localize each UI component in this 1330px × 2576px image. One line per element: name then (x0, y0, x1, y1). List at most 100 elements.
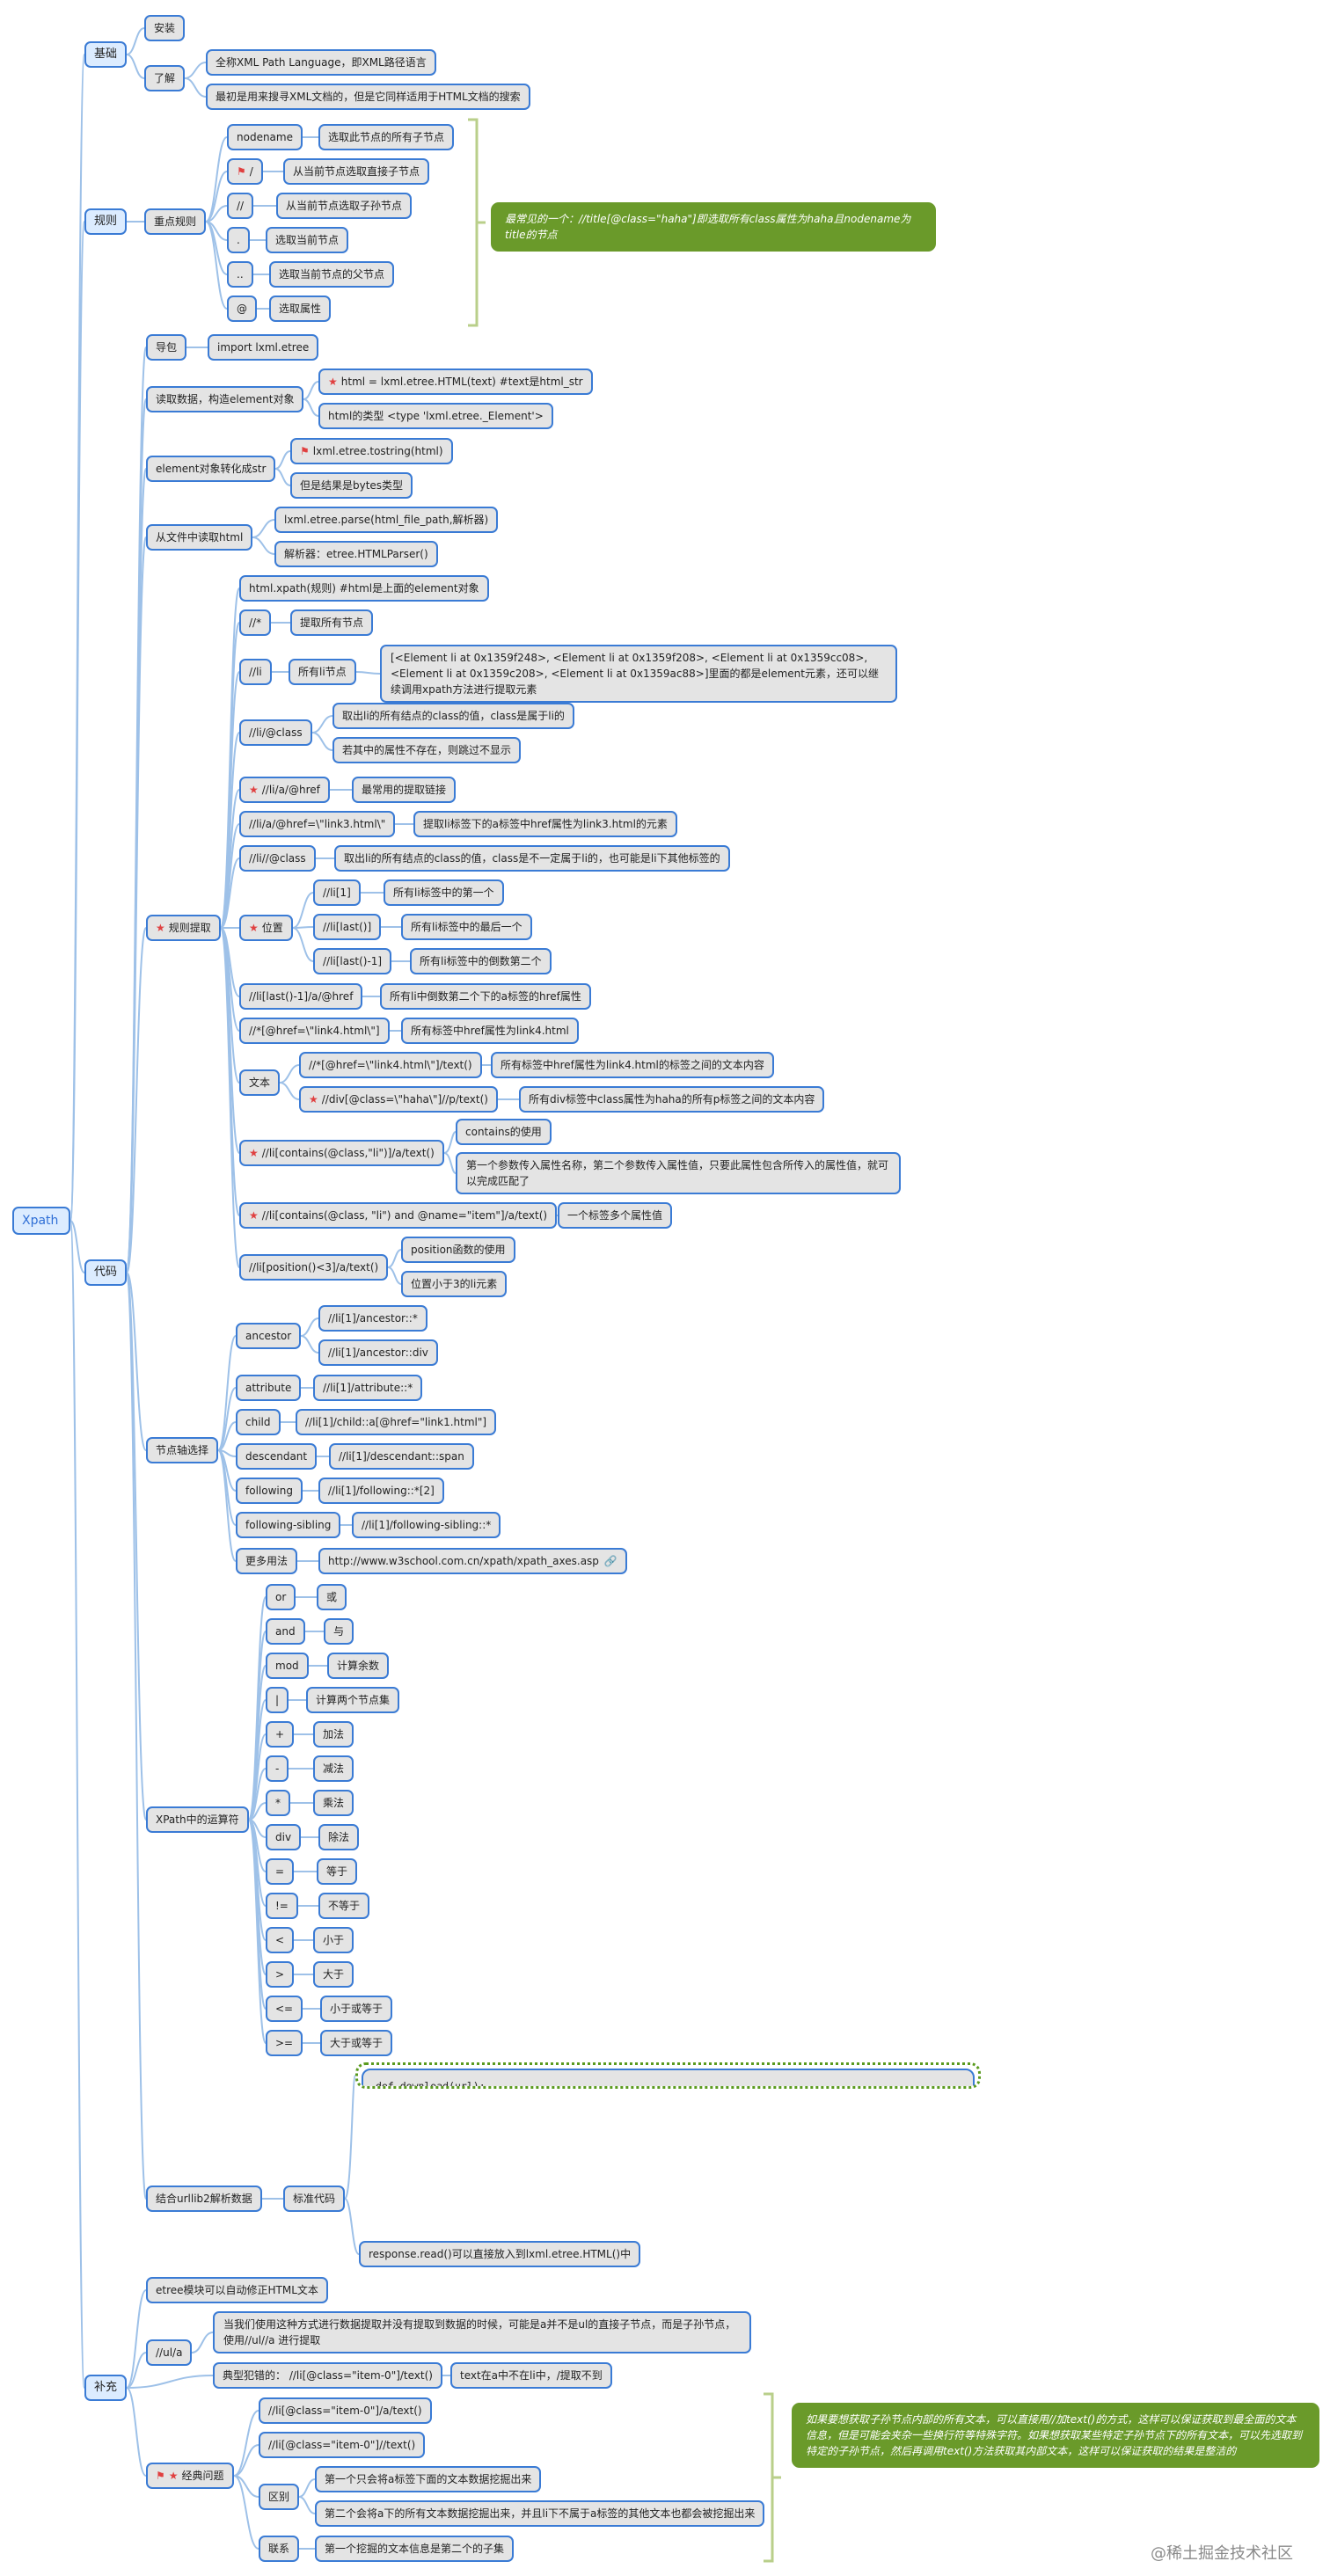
operator-minus[interactable]: - (266, 1755, 289, 1782)
operator-not-equal[interactable]: != (266, 1893, 298, 1919)
extract-href[interactable]: ★//li/a/@href (239, 777, 330, 803)
branch-code[interactable]: 代码 (84, 1259, 128, 1286)
rule-double-slash-desc[interactable]: 从当前节点选取子孙节点 (276, 193, 413, 219)
node-element-to-str-2[interactable]: 但是结果是bytes类型 (290, 472, 413, 499)
node-read-file-1[interactable]: lxml.etree.parse(html_file_path,解析器) (274, 507, 499, 533)
node-read-2[interactable]: html的类型 <type 'lxml.etree._Element'> (318, 403, 553, 429)
extract-li-descendant-class-desc[interactable]: 取出li的所有结点的class的值，class是不一定属于li的，也可能是li下… (334, 845, 730, 872)
extract-text[interactable]: 文本 (239, 1069, 281, 1096)
extract-href-desc[interactable]: 最常用的提取链接 (352, 777, 457, 803)
classic-expr-2[interactable]: //li[@class="item-0"]//text() (259, 2432, 426, 2458)
classic-difference-2[interactable]: 第二个会将a下的所有文本数据挖掘出来，并且li下不属于a标签的其他文本也都会被挖… (315, 2500, 765, 2527)
extract-contains[interactable]: ★//li[contains(@class,"li")]/a/text() (239, 1140, 444, 1166)
axis-attribute[interactable]: attribute (236, 1375, 302, 1401)
text-link4-desc[interactable]: 所有标签中href属性为link4.html的标签之间的文本内容 (491, 1052, 774, 1078)
axis-child[interactable]: child (236, 1409, 281, 1435)
position-second-last[interactable]: //li[last()-1] (313, 948, 392, 974)
node-understand-1[interactable]: 全称XML Path Language，即XML路径语言 (206, 49, 436, 76)
position-last-desc[interactable]: 所有li标签中的最后一个 (401, 914, 532, 940)
operator-greater-desc[interactable]: 大于 (313, 1961, 354, 1988)
node-import-1[interactable]: import lxml.etree (208, 334, 319, 361)
text-link4[interactable]: //*[@href=\"link4.html\"]/text() (299, 1052, 482, 1078)
node-classic-problem[interactable]: ⚑★经典问题 (146, 2463, 234, 2489)
node-extract[interactable]: ★规则提取 (146, 915, 221, 941)
node-ul-a-desc[interactable]: 当我们使用这种方式进行数据提取并没有提取到数据的时候，可能是a并不是ul的直接子… (213, 2311, 751, 2353)
operator-equal-desc[interactable]: 等于 (317, 1858, 358, 1885)
operator-pipe-desc[interactable]: 计算两个节点集 (306, 1687, 400, 1713)
classic-difference-1[interactable]: 第一个只会将a标签下面的文本数据挖掘出来 (315, 2466, 542, 2492)
node-ul-a[interactable]: //ul/a (146, 2339, 193, 2366)
extract-all-desc[interactable]: 提取所有节点 (290, 609, 374, 636)
position-first-desc[interactable]: 所有li标签中的第一个 (384, 879, 504, 906)
rule-dot-desc[interactable]: 选取当前节点 (266, 227, 349, 253)
position-func-detail[interactable]: 位置小于3的li元素 (401, 1271, 508, 1297)
extract-li-class-2[interactable]: 若其中的属性不存在，则跳过不显示 (332, 737, 522, 763)
operator-not-equal-desc[interactable]: 不等于 (318, 1893, 370, 1919)
classic-expr-1[interactable]: //li[@class="item-0"]/a/text() (259, 2397, 432, 2424)
operator-greater-equal-desc[interactable]: 大于或等于 (320, 2030, 393, 2056)
node-read[interactable]: 读取数据，构造element对象 (146, 386, 304, 412)
axis-more-link[interactable]: http://www.w3school.com.cn/xpath/xpath_a… (318, 1548, 627, 1574)
code-block[interactable]: def download(url): headers = {"User-Agen… (362, 2069, 975, 2086)
extract-multi-attr[interactable]: ★//li[contains(@class, "li") and @name="… (239, 1202, 558, 1229)
position-last[interactable]: //li[last()] (313, 914, 382, 940)
extract-li-class-1[interactable]: 取出li的所有结点的class的值，class是属于li的 (332, 703, 574, 729)
classic-relation-1[interactable]: 第一个挖掘的文本信息是第二个的子集 (315, 2536, 515, 2562)
rule-slash[interactable]: ⚑/ (227, 158, 263, 185)
node-understand-2[interactable]: 最初是用来搜寻XML文档的，但是它同样适用于HTML文档的搜索 (206, 84, 530, 110)
extract-li-all[interactable]: 所有li节点 (289, 659, 356, 685)
node-etree-fix[interactable]: etree模块可以自动修正HTML文本 (146, 2277, 328, 2303)
extract-link4-desc[interactable]: 所有标签中href属性为link4.html (401, 1018, 579, 1044)
rule-double-dot[interactable]: .. (227, 261, 253, 288)
axis-following-sibling-1[interactable]: //li[1]/following-sibling::* (352, 1512, 501, 1538)
node-install[interactable]: 安装 (144, 15, 186, 41)
node-import[interactable]: 导包 (146, 334, 187, 361)
operator-multiply[interactable]: * (266, 1790, 290, 1816)
extract-last-href[interactable]: //li[last()-1]/a/@href (239, 983, 363, 1010)
operator-pipe[interactable]: | (266, 1687, 289, 1713)
contains-usage[interactable]: contains的使用 (456, 1119, 552, 1145)
operator-less-equal-desc[interactable]: 小于或等于 (320, 1996, 393, 2022)
operator-greater[interactable]: > (266, 1961, 295, 1988)
branch-supplement[interactable]: 补充 (84, 2375, 128, 2401)
node-typical-mistake[interactable]: 典型犯错的： //li[@class="item-0"]/text() (213, 2362, 442, 2389)
operator-greater-equal[interactable]: >= (266, 2030, 303, 2056)
rule-nodename[interactable]: nodename (227, 124, 303, 150)
extract-li-result[interactable]: [<Element li at 0x1359f248>, <Element li… (380, 645, 897, 703)
operator-plus-desc[interactable]: 加法 (313, 1721, 354, 1748)
axis-ancestor[interactable]: ancestor (236, 1323, 302, 1349)
node-element-to-str-1[interactable]: ⚑lxml.etree.tostring(html) (290, 438, 453, 464)
node-axis[interactable]: 节点轴选择 (146, 1437, 219, 1463)
operator-mod-desc[interactable]: 计算余数 (327, 1653, 390, 1679)
rule-at[interactable]: @ (227, 296, 257, 322)
branch-basics[interactable]: 基础 (84, 41, 128, 68)
operator-div-desc[interactable]: 除法 (318, 1824, 360, 1850)
extract-li[interactable]: //li (239, 659, 272, 685)
node-element-to-str[interactable]: element对象转化成str (146, 456, 276, 482)
extract-multi-attr-desc[interactable]: 一个标签多个属性值 (558, 1202, 673, 1229)
extract-all[interactable]: //* (239, 609, 272, 636)
axis-ancestor-1[interactable]: //li[1]/ancestor::* (318, 1305, 428, 1332)
axis-following[interactable]: following (236, 1478, 303, 1504)
rule-slash-desc[interactable]: 从当前节点选取直接子节点 (283, 158, 430, 185)
axis-attribute-1[interactable]: //li[1]/attribute::* (313, 1375, 423, 1401)
operator-equal[interactable]: = (266, 1858, 295, 1885)
axis-following-1[interactable]: //li[1]/following::*[2] (318, 1478, 444, 1504)
node-standard-code[interactable]: 标准代码 (283, 2186, 346, 2212)
extract-li-descendant-class[interactable]: //li//@class (239, 845, 316, 872)
classic-difference[interactable]: 区别 (259, 2484, 300, 2510)
branch-rules[interactable]: 规则 (84, 208, 128, 235)
operator-and-desc[interactable]: 与 (324, 1618, 354, 1645)
operator-multiply-desc[interactable]: 乘法 (313, 1790, 354, 1816)
node-read-1[interactable]: ★html = lxml.etree.HTML(text) #text是html… (318, 369, 593, 395)
extract-position[interactable]: ★位置 (239, 915, 293, 941)
node-read-file[interactable]: 从文件中读取html (146, 524, 253, 551)
rule-double-slash[interactable]: // (227, 193, 254, 219)
extract-position-func[interactable]: //li[position()<3]/a/text() (239, 1254, 389, 1281)
operator-less-equal[interactable]: <= (266, 1996, 303, 2022)
rule-double-dot-desc[interactable]: 选取当前节点的父节点 (269, 261, 395, 288)
axis-descendant[interactable]: descendant (236, 1443, 318, 1470)
root-node[interactable]: Xpath (12, 1207, 70, 1235)
node-understand[interactable]: 了解 (144, 65, 186, 91)
operator-less[interactable]: < (266, 1927, 295, 1953)
